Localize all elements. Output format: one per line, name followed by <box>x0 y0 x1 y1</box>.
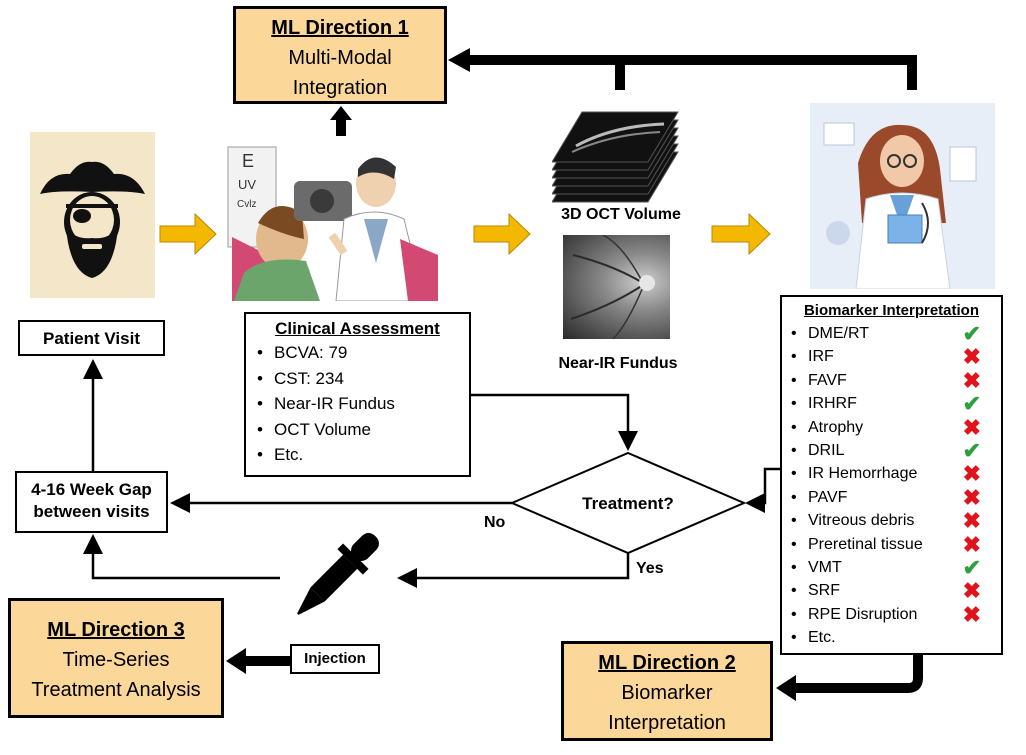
doctor-icon <box>810 103 995 289</box>
checkmark-icon: ✔ <box>962 321 981 346</box>
cross-icon: ✖ <box>962 414 981 440</box>
clinical-item: CST: 234 <box>252 366 463 392</box>
svg-text:Cvlz: Cvlz <box>237 199 256 210</box>
ml-direction-2-title: ML Direction 2 <box>598 652 736 674</box>
biomarker-name: Etc. <box>808 629 836 647</box>
biomarker-name: Vitreous debris <box>808 512 915 530</box>
fundus-image-icon <box>563 235 670 339</box>
biomarker-item: Vitreous debris ✖ <box>786 508 997 534</box>
ml-direction-2-line1: Biomarker <box>621 682 713 704</box>
biomarker-name: IRHRF <box>808 395 857 413</box>
biomarker-item: IRF ✖ <box>786 344 997 370</box>
checkmark-icon: ✔ <box>962 391 981 417</box>
injection-box: Injection <box>290 644 380 674</box>
ml-direction-1-line1: Multi-Modal <box>288 47 392 69</box>
oct-volume-icon <box>552 106 682 204</box>
biomarker-to-ml2-arrow <box>776 655 923 701</box>
biomarker-interpretation-title: Biomarker Interpretation <box>803 302 980 319</box>
biomarker-item: IR Hemorrhage ✖ <box>786 461 997 487</box>
biomarker-item: RPE Disruption ✖ <box>786 601 997 627</box>
biomarker-item: IRHRF ✔ <box>786 391 997 417</box>
cross-icon: ✖ <box>962 531 981 557</box>
biomarker-name: Atrophy <box>808 418 864 436</box>
biomarker-item: Preretinal tissue ✖ <box>786 531 997 557</box>
cross-icon: ✖ <box>962 508 981 534</box>
pirate-patient-icon <box>30 132 155 298</box>
patient-visit-box: Patient Visit <box>18 320 165 356</box>
treatment-question-label: Treatment? <box>582 494 674 513</box>
biomarker-list: DME/RT✔IRF✖FAVF✖IRHRF✔Atrophy✖DRIL✔IR He… <box>786 322 997 650</box>
clinical-item: BCVA: 79 <box>252 340 463 366</box>
biomarker-item: DME/RT ✔ <box>786 321 997 346</box>
yes-label: Yes <box>636 560 664 577</box>
eye-exam-icon: E UV Cvlz <box>224 143 460 301</box>
biomarker-item: PAVF ✖ <box>786 484 997 510</box>
gap-line1: 4-16 Week Gap <box>31 480 152 499</box>
visit-gap-box: 4-16 Week Gap between visits <box>15 471 168 533</box>
clinical-assessment-box: Clinical Assessment BCVA: 79CST: 234Near… <box>244 312 471 477</box>
return-to-gap-arrow <box>83 534 280 580</box>
biomarker-name: PAVF <box>808 488 848 506</box>
ml-direction-3-line2: Treatment Analysis <box>31 679 201 701</box>
ml-direction-2-box: ML Direction 2 Biomarker Interpretation <box>561 641 773 741</box>
fundus-label: Near-IR Fundus <box>558 355 678 372</box>
patient-visit-label: Patient Visit <box>43 329 140 348</box>
clinical-item: OCT Volume <box>252 417 463 443</box>
biomarker-name: IRF <box>808 348 834 366</box>
biomarker-name: IR Hemorrhage <box>808 465 918 483</box>
feedback-arrow-to-ml1 <box>448 48 917 90</box>
biomarker-name: SRF <box>808 582 840 600</box>
checkmark-icon: ✔ <box>962 555 981 581</box>
dropper-icon <box>284 526 388 626</box>
cross-icon: ✖ <box>962 578 981 604</box>
clinical-item: Near-IR Fundus <box>252 391 463 417</box>
injection-label: Injection <box>304 650 366 667</box>
biomarker-name: Preretinal tissue <box>808 535 923 553</box>
ml-direction-3-line1: Time-Series <box>62 649 170 671</box>
clinical-item: Etc. <box>252 442 463 468</box>
injection-to-ml3-arrow <box>226 648 290 674</box>
biomarker-item: Atrophy ✖ <box>786 414 997 440</box>
biomarker-item: Etc. <box>786 626 997 650</box>
ml-direction-1-line2: Integration <box>292 77 388 99</box>
cross-icon: ✖ <box>962 344 981 370</box>
yellow-arrow-2 <box>473 212 531 256</box>
biomarker-item: FAVF ✖ <box>786 367 997 393</box>
biomarker-item: DRIL ✔ <box>786 438 997 464</box>
oct-volume-label: 3D OCT Volume <box>561 206 681 223</box>
biomarker-to-decision-line <box>745 467 780 513</box>
ml-direction-1-title: ML Direction 1 <box>271 17 409 39</box>
biomarker-interpretation-box: Biomarker Interpretation DME/RT✔IRF✖FAVF… <box>780 295 1003 655</box>
checkmark-icon: ✔ <box>962 438 981 464</box>
cross-icon: ✖ <box>962 484 981 510</box>
svg-text:UV: UV <box>238 177 256 192</box>
no-label: No <box>484 514 506 531</box>
clinical-assessment-title: Clinical Assessment <box>275 319 440 338</box>
ml-direction-3-box: ML Direction 3 Time-Series Treatment Ana… <box>8 598 224 718</box>
gap-line2: between visits <box>33 502 150 521</box>
cross-icon: ✖ <box>962 367 981 393</box>
biomarker-name: DME/RT <box>808 325 870 342</box>
biomarker-item: SRF ✖ <box>786 578 997 604</box>
biomarker-name: RPE Disruption <box>808 605 918 623</box>
cross-icon: ✖ <box>962 461 981 487</box>
yellow-arrow-3 <box>711 212 771 256</box>
biomarker-item: VMT ✔ <box>786 555 997 581</box>
clinical-assessment-list: BCVA: 79CST: 234Near-IR FundusOCT Volume… <box>252 340 463 468</box>
ml-direction-2-line2: Interpretation <box>608 712 726 734</box>
biomarker-name: VMT <box>808 559 842 577</box>
biomarker-name: DRIL <box>808 442 845 460</box>
clinical-to-decision-line <box>470 393 638 451</box>
cross-icon: ✖ <box>962 601 981 627</box>
yes-arrow <box>397 553 630 588</box>
ml-direction-3-title: ML Direction 3 <box>47 619 185 641</box>
exam-to-ml1-arrow <box>330 106 352 136</box>
svg-text:E: E <box>242 151 254 171</box>
biomarker-name: FAVF <box>808 371 847 389</box>
ml-direction-1-box: ML Direction 1 Multi-Modal Integration <box>233 6 447 104</box>
yellow-arrow-1 <box>159 212 217 256</box>
